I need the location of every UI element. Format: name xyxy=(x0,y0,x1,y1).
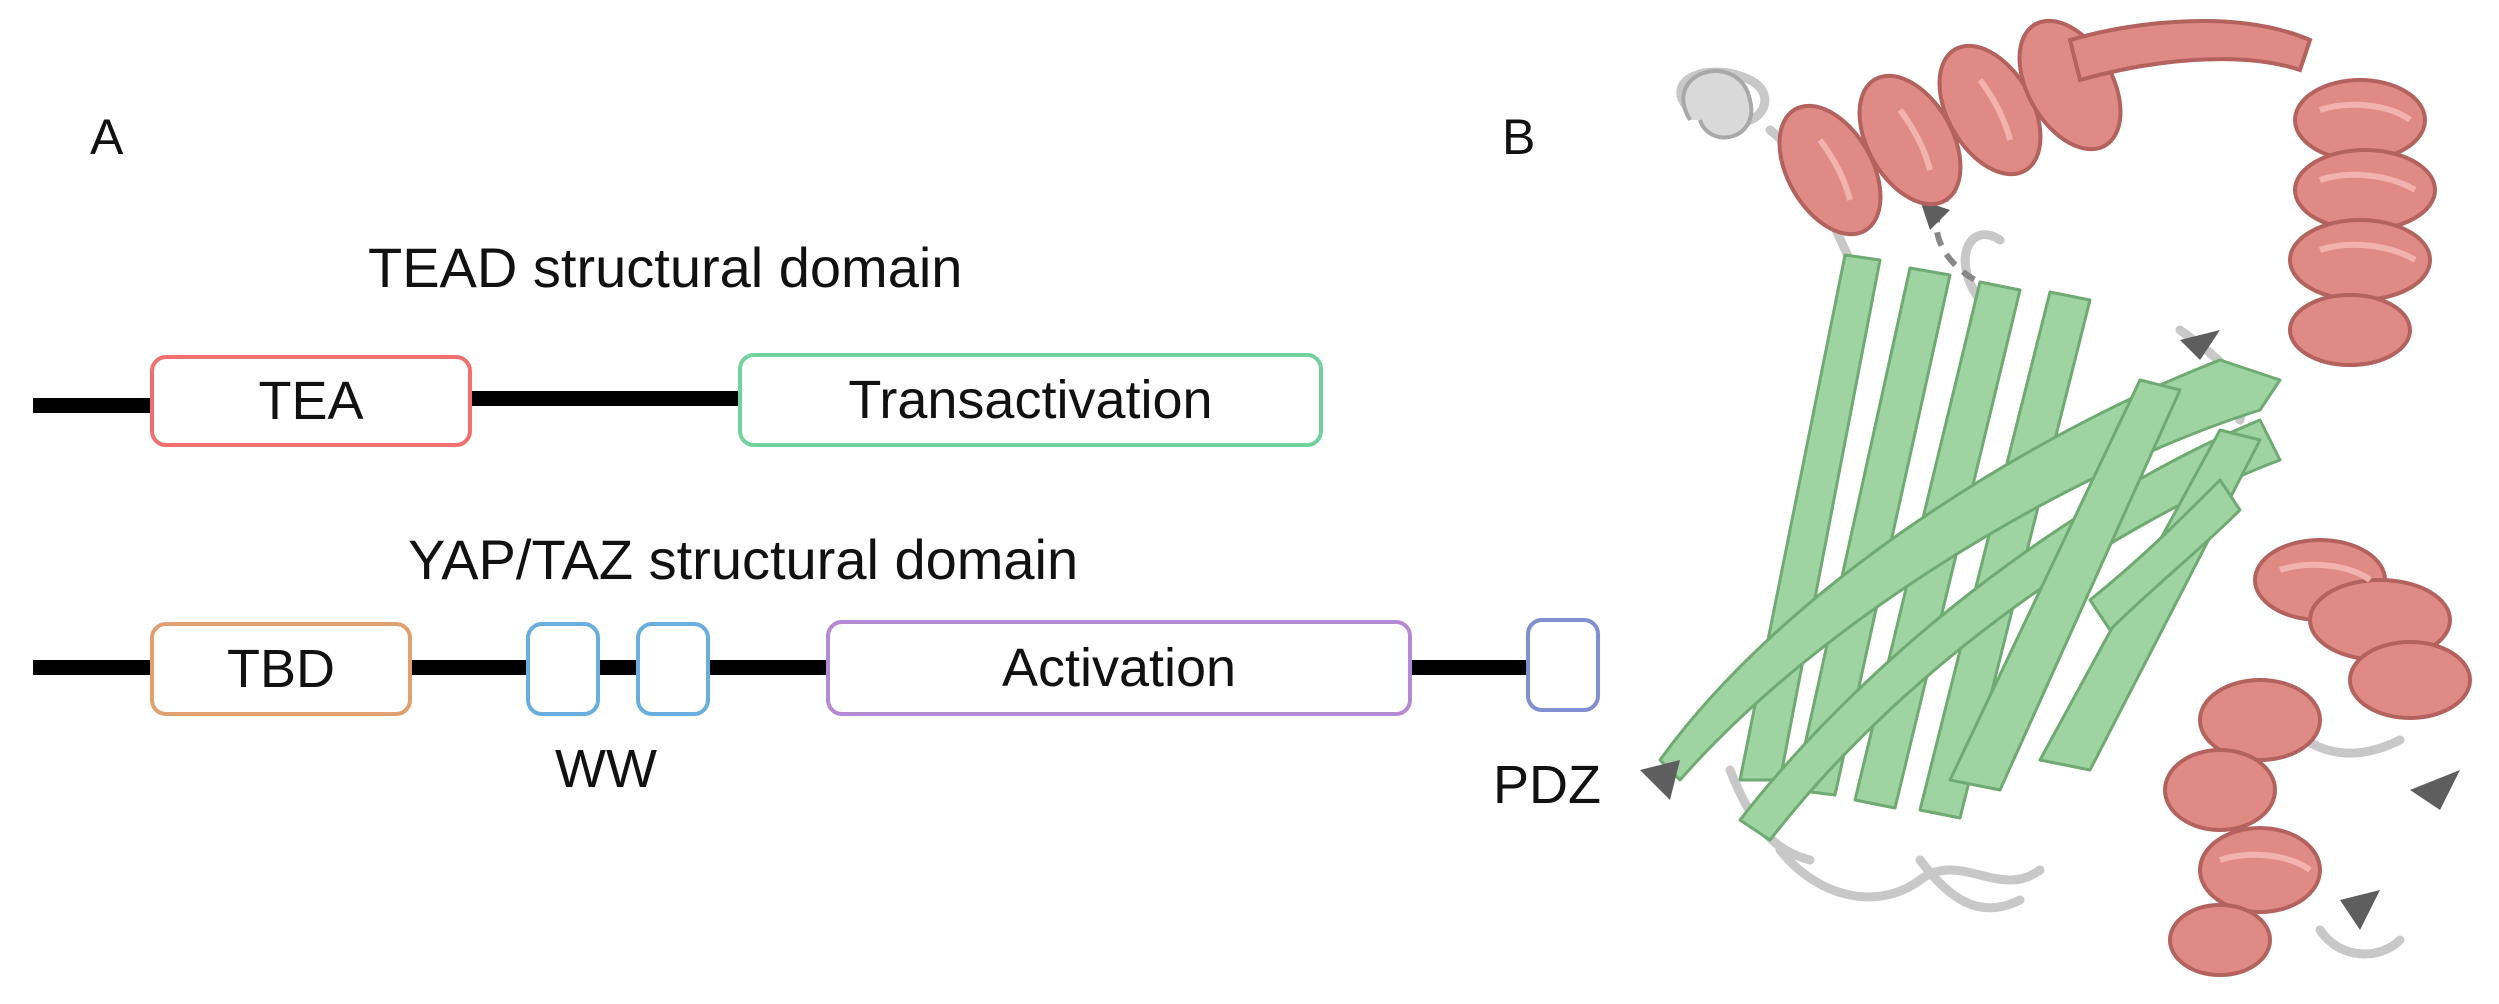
tbd-domain: TBD xyxy=(150,622,412,716)
ww-domain-1 xyxy=(526,622,600,716)
protein-structure-illustration xyxy=(1640,18,2472,977)
tea-domain: TEA xyxy=(150,355,472,447)
panel-b-letter: B xyxy=(1502,109,1536,165)
beta-sheet xyxy=(1658,253,2282,842)
yap-taz-heading: YAP/TAZ structural domain xyxy=(408,528,1079,591)
ww-domain-2 xyxy=(636,622,710,716)
tead-backbone-left xyxy=(33,398,155,413)
ww-label: WW xyxy=(555,739,657,799)
small-grey-helix xyxy=(1681,69,1754,140)
tead-heading: TEAD structural domain xyxy=(368,236,963,299)
pdz-domain xyxy=(1526,618,1600,712)
yap-backbone-right xyxy=(1400,660,1540,675)
yap-backbone-middle xyxy=(400,660,840,675)
dashed-loop xyxy=(1933,187,1977,283)
helix-highlights xyxy=(1817,78,2417,873)
yap-backbone-left xyxy=(33,660,155,675)
transactivation-domain: Transactivation xyxy=(738,353,1323,447)
tead-backbone-middle xyxy=(460,391,750,406)
pdz-label: PDZ xyxy=(1493,755,1601,815)
alpha-helices xyxy=(1777,18,2472,977)
loop-regions xyxy=(1676,67,2405,959)
beta-shadows xyxy=(1640,200,2460,930)
panel-a-letter: A xyxy=(90,109,124,165)
activation-domain: Activation xyxy=(826,620,1412,716)
